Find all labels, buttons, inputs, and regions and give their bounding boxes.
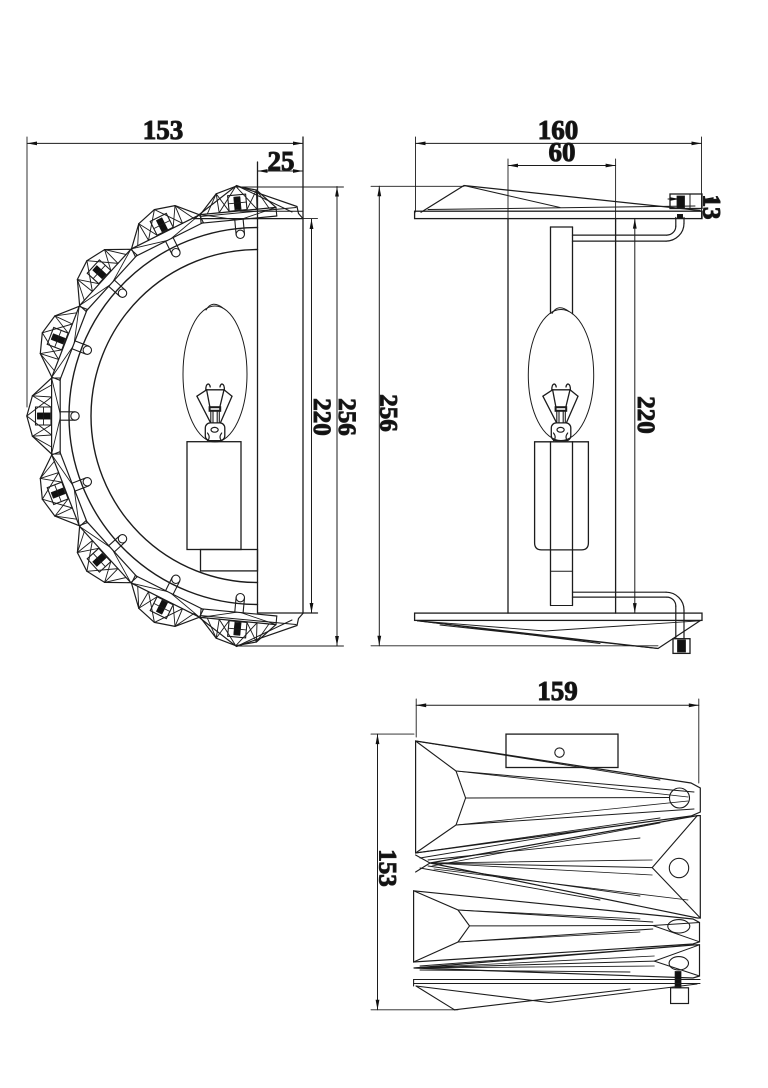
svg-text:220: 220 bbox=[632, 396, 659, 434]
svg-text:153: 153 bbox=[143, 115, 184, 145]
svg-text:160: 160 bbox=[538, 115, 579, 145]
svg-text:220: 220 bbox=[308, 398, 335, 436]
svg-text:60: 60 bbox=[549, 137, 576, 167]
svg-text:25: 25 bbox=[268, 146, 295, 176]
svg-text:256: 256 bbox=[333, 398, 360, 436]
svg-text:256: 256 bbox=[375, 394, 402, 432]
svg-text:153: 153 bbox=[374, 849, 401, 887]
svg-text:13: 13 bbox=[698, 195, 725, 220]
svg-text:159: 159 bbox=[537, 676, 578, 706]
